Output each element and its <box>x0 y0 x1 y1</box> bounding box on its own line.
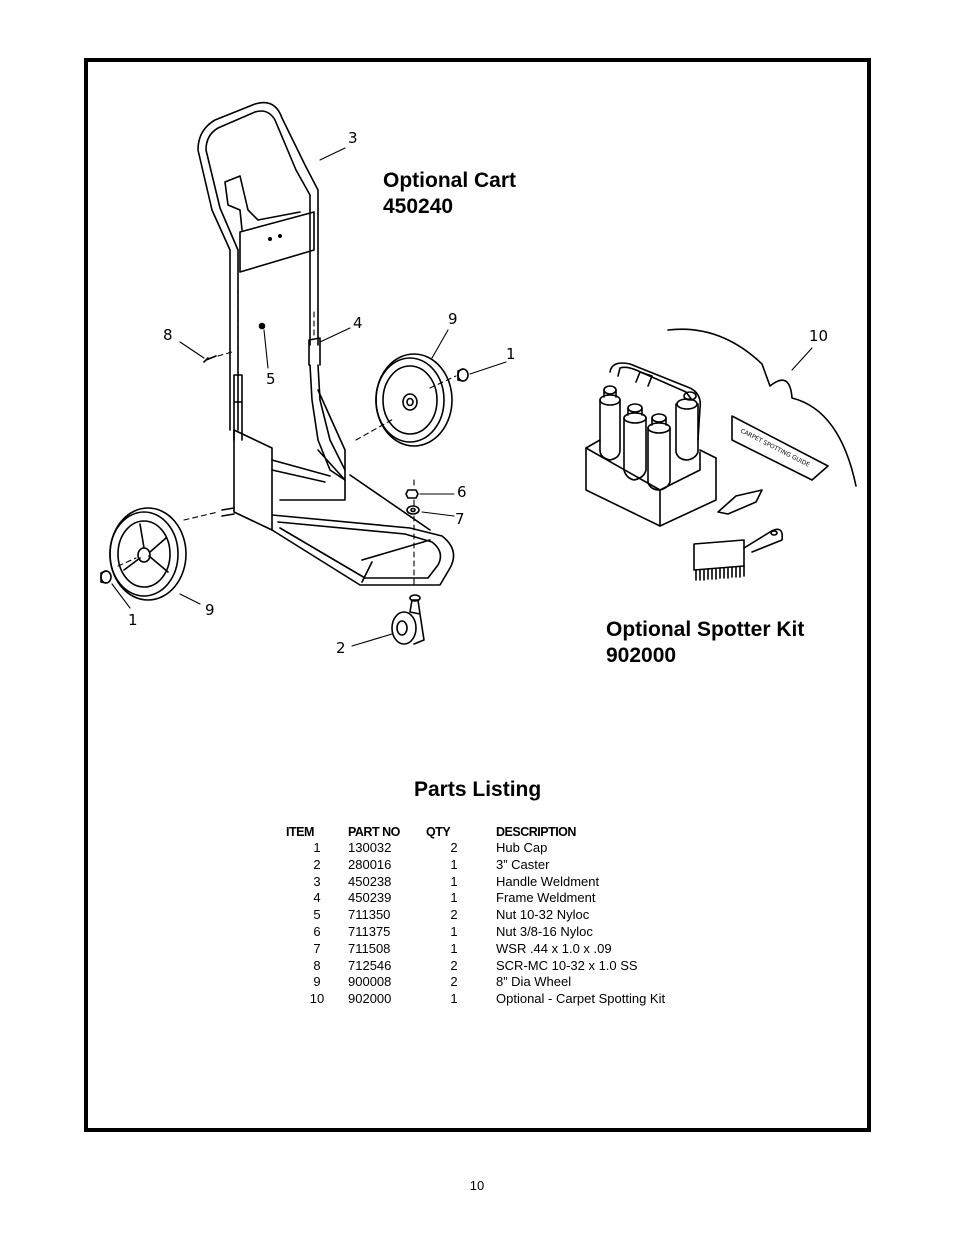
cell-qty: 1 <box>450 940 458 956</box>
table-row: 7 711508 1 WSR .44 x 1.0 x .09 <box>286 941 665 958</box>
table-header-row: ITEM PART NO QTY DESCRIPTION <box>286 823 665 840</box>
table-row: 2 280016 1 3” Caster <box>286 857 665 874</box>
cart-heading-line1: Optional Cart <box>383 169 517 192</box>
cell-item: 8 <box>313 957 321 973</box>
callout-1-left: 1 <box>128 611 138 629</box>
cell-qty: 1 <box>450 856 458 872</box>
spotter-kit <box>585 328 857 581</box>
table-row: 4 450239 1 Frame Weldment <box>286 890 665 907</box>
cell-qty: 2 <box>450 907 458 923</box>
cell-qty: 1 <box>450 923 458 939</box>
cell-description: Nut 3/8-16 Nyloc <box>496 923 593 939</box>
handle-weldment <box>197 101 319 431</box>
cell-part-no: 712546 <box>348 957 392 973</box>
cell-qty: 2 <box>450 957 458 973</box>
table-row: 5 711350 2 Nut 10-32 Nyloc <box>286 907 665 924</box>
cell-part-no: 711375 <box>348 923 391 939</box>
assembly-lines <box>117 289 457 587</box>
callout-2: 2 <box>336 639 346 657</box>
cell-description: Frame Weldment <box>496 890 596 906</box>
cart-heading-part-number: 450240 <box>383 195 454 218</box>
column-header-qty: QTY <box>426 824 451 839</box>
table-row: 10 902000 1 Optional - Carpet Spotting Kit <box>286 991 665 1008</box>
page-border <box>84 58 871 1132</box>
cell-part-no: 900008 <box>348 974 392 990</box>
column-header-description: DESCRIPTION <box>496 824 576 839</box>
cart-heading: Optional Cart 450240 <box>383 168 516 220</box>
page-number: 10 <box>469 1178 485 1193</box>
callout-3: 3 <box>348 129 358 147</box>
callout-7: 7 <box>455 510 465 528</box>
cell-part-no: 711508 <box>348 940 391 956</box>
kit-heading: Optional Spotter Kit 902000 <box>606 617 804 669</box>
callout-9-right: 9 <box>448 310 458 328</box>
callout-5: 5 <box>266 370 276 388</box>
table-row: 3 450238 1 Handle Weldment <box>286 874 665 891</box>
cell-item: 5 <box>313 907 321 923</box>
cell-qty: 1 <box>450 890 458 906</box>
hardware <box>203 322 420 515</box>
cell-qty: 1 <box>450 873 458 889</box>
frame-weldment <box>221 337 455 586</box>
cell-item: 9 <box>313 974 321 990</box>
callout-1-right: 1 <box>506 345 516 363</box>
callout-9-left: 9 <box>205 601 215 619</box>
table-row: 1 130032 2 Hub Cap <box>286 840 665 857</box>
cell-item: 7 <box>313 940 321 956</box>
cell-part-no: 711350 <box>348 907 391 923</box>
table-row: 9 900008 2 8” Dia Wheel <box>286 974 665 991</box>
kit-heading-line1: Optional Spotter Kit <box>606 618 805 641</box>
cell-qty: 2 <box>450 840 458 855</box>
cell-description: Handle Weldment <box>496 873 600 889</box>
wheel-left <box>109 507 187 601</box>
cell-part-no: 280016 <box>348 856 392 872</box>
cell-description: SCR-MC 10-32 x 1.0 SS <box>496 957 638 973</box>
cell-part-no: 450238 <box>348 873 392 889</box>
cell-description: WSR .44 x 1.0 x .09 <box>496 940 612 956</box>
hub-caps <box>100 368 469 584</box>
column-header-item: ITEM <box>286 824 314 839</box>
cell-item: 6 <box>313 923 321 939</box>
table-row: 8 712546 2 SCR-MC 10-32 x 1.0 SS <box>286 958 665 975</box>
cell-description: 8” Dia Wheel <box>496 974 572 990</box>
cell-description: Optional - Carpet Spotting Kit <box>496 991 666 1007</box>
cell-part-no: 130032 <box>348 840 392 855</box>
cell-item: 2 <box>313 856 321 872</box>
table-row: 6 711375 1 Nut 3/8-16 Nyloc <box>286 924 665 941</box>
parts-listing-heading: Parts Listing <box>414 778 542 801</box>
callout-4: 4 <box>353 314 363 332</box>
caster <box>391 594 425 645</box>
cell-item: 3 <box>313 873 321 889</box>
parts-table: ITEM PART NO QTY DESCRIPTION 1 130032 2 Hub… <box>286 823 665 1008</box>
cell-item: 10 <box>309 991 325 1007</box>
column-header-part-no: PART NO <box>348 824 400 839</box>
cell-part-no: 902000 <box>348 991 392 1007</box>
cell-item: 1 <box>313 840 321 855</box>
cell-qty: 1 <box>450 991 458 1007</box>
kit-heading-part-number: 902000 <box>606 644 677 667</box>
wheel-right <box>375 353 453 447</box>
cell-part-no: 450239 <box>348 890 392 906</box>
cell-item: 4 <box>313 890 321 906</box>
callout-6: 6 <box>457 483 467 501</box>
callout-8: 8 <box>163 326 173 344</box>
cell-description: 3” Caster <box>496 856 550 872</box>
cell-description: Hub Cap <box>496 840 548 855</box>
leader-lines <box>111 147 813 647</box>
callout-10: 10 <box>809 327 829 345</box>
cell-qty: 2 <box>450 974 458 990</box>
cell-description: Nut 10-32 Nyloc <box>496 907 590 923</box>
